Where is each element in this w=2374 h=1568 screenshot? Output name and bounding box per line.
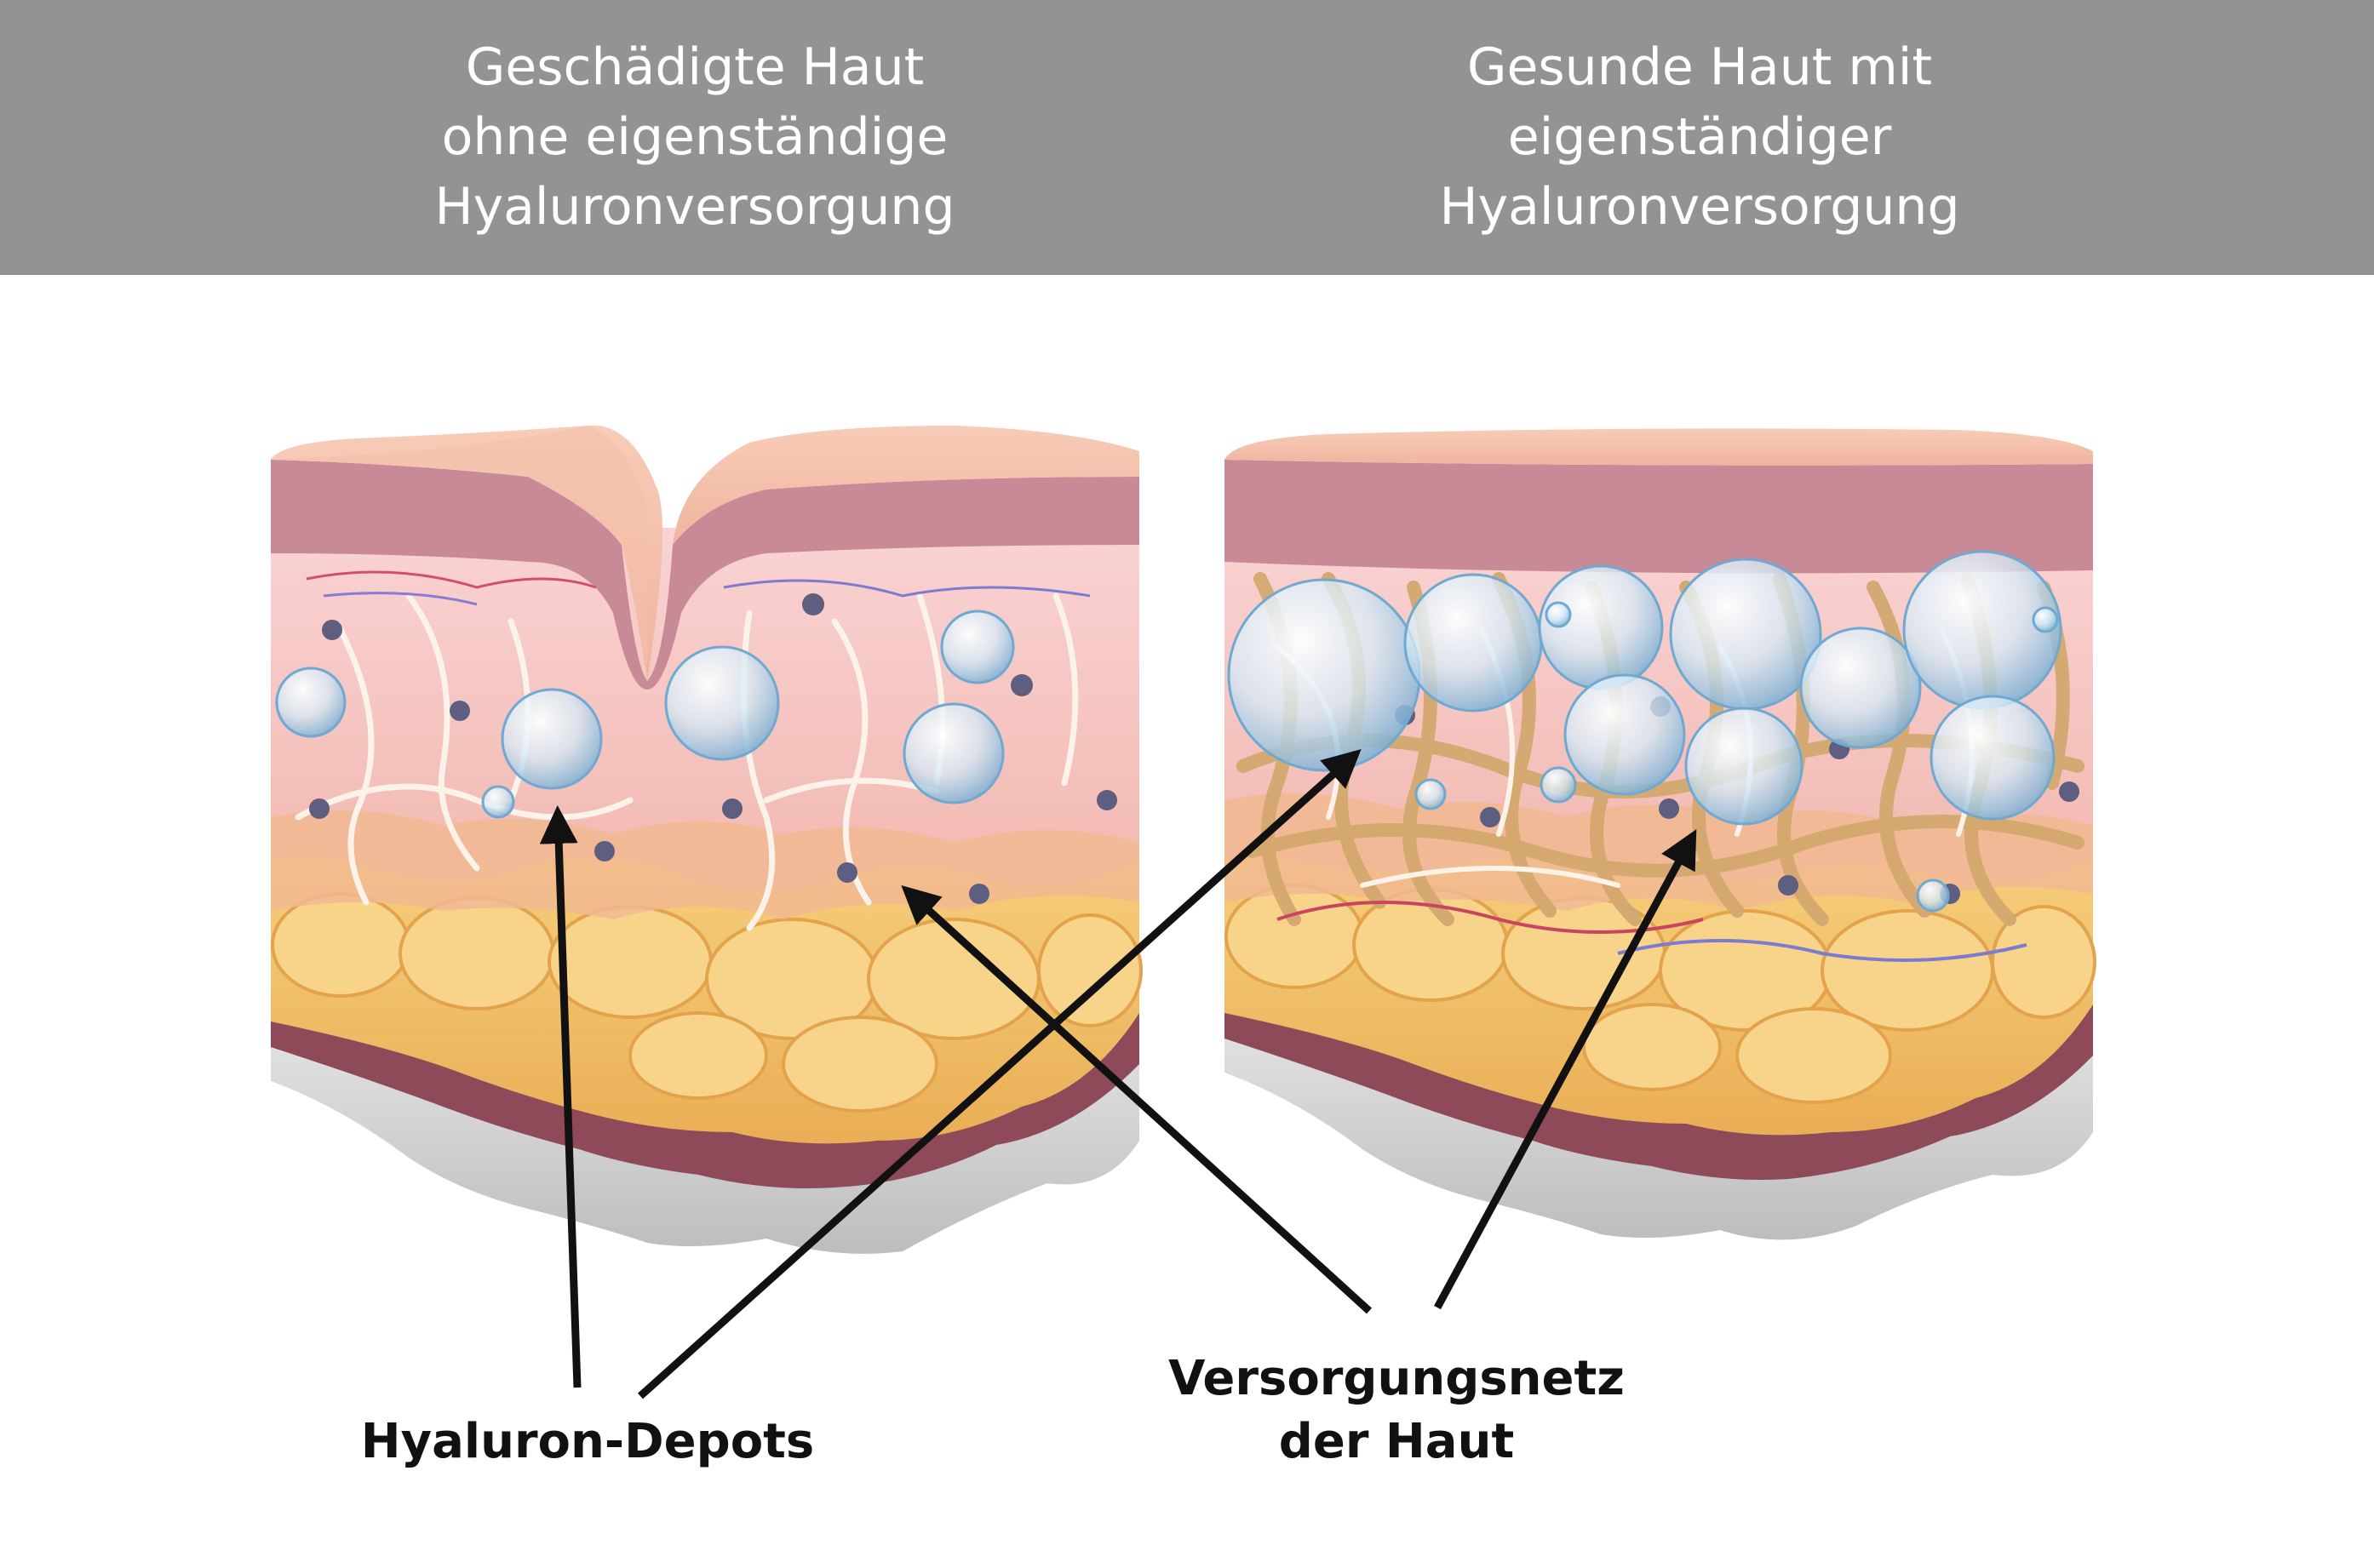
header-bar: Geschädigte Haut ohne eigenständige Hyal… — [0, 0, 2374, 275]
title-healthy-skin: Gesunde Haut mit eigenständiger Hyaluron… — [1274, 32, 2125, 242]
arrow-network-left — [901, 884, 1373, 1314]
title-line: eigenständiger — [1507, 107, 1892, 167]
title-damaged-skin: Geschädigte Haut ohne eigenständige Hyal… — [269, 32, 1121, 242]
title-line: Gesunde Haut mit — [1467, 37, 1932, 97]
fat-cells — [271, 892, 1143, 1113]
title-line: Geschädigte Haut — [465, 37, 925, 97]
label-line: Hyaluron-Depots — [360, 1414, 815, 1469]
title-line: Hyaluronversorgung — [434, 177, 955, 237]
title-line: Hyaluronversorgung — [1439, 177, 1960, 237]
hyaluron-bubbles-few — [275, 609, 1015, 819]
label-line: der Haut — [1278, 1414, 1515, 1469]
arrow-depot-right — [637, 748, 1362, 1399]
skin-surface — [1224, 428, 2093, 466]
epidermis-layer — [1224, 460, 2093, 574]
arrow-depot-left — [539, 805, 582, 1388]
hyaluron-bubbles-many — [1227, 550, 2062, 913]
epidermis-layer — [271, 460, 1139, 690]
wrinkle-fold — [271, 426, 647, 681]
skin-surface-right — [673, 426, 1139, 545]
skin-block-healthy — [1224, 428, 2096, 1240]
annotation-arrows — [539, 748, 1697, 1399]
blood-vessels — [306, 570, 1091, 606]
fibroblast-cells — [309, 593, 1117, 904]
arrow-network-right — [1434, 829, 1697, 1310]
label-supply-network: Versorgungsnetz der Haut — [1098, 1348, 1694, 1474]
blood-vessels — [1276, 901, 2027, 962]
skin-block-damaged — [271, 425, 1143, 1254]
title-line: ohne eigenständige — [441, 107, 949, 167]
label-hyaluron-depots: Hyaluron-Depots — [290, 1411, 886, 1474]
label-line: Versorgungsnetz — [1168, 1351, 1625, 1406]
fat-cells — [1224, 884, 2096, 1104]
